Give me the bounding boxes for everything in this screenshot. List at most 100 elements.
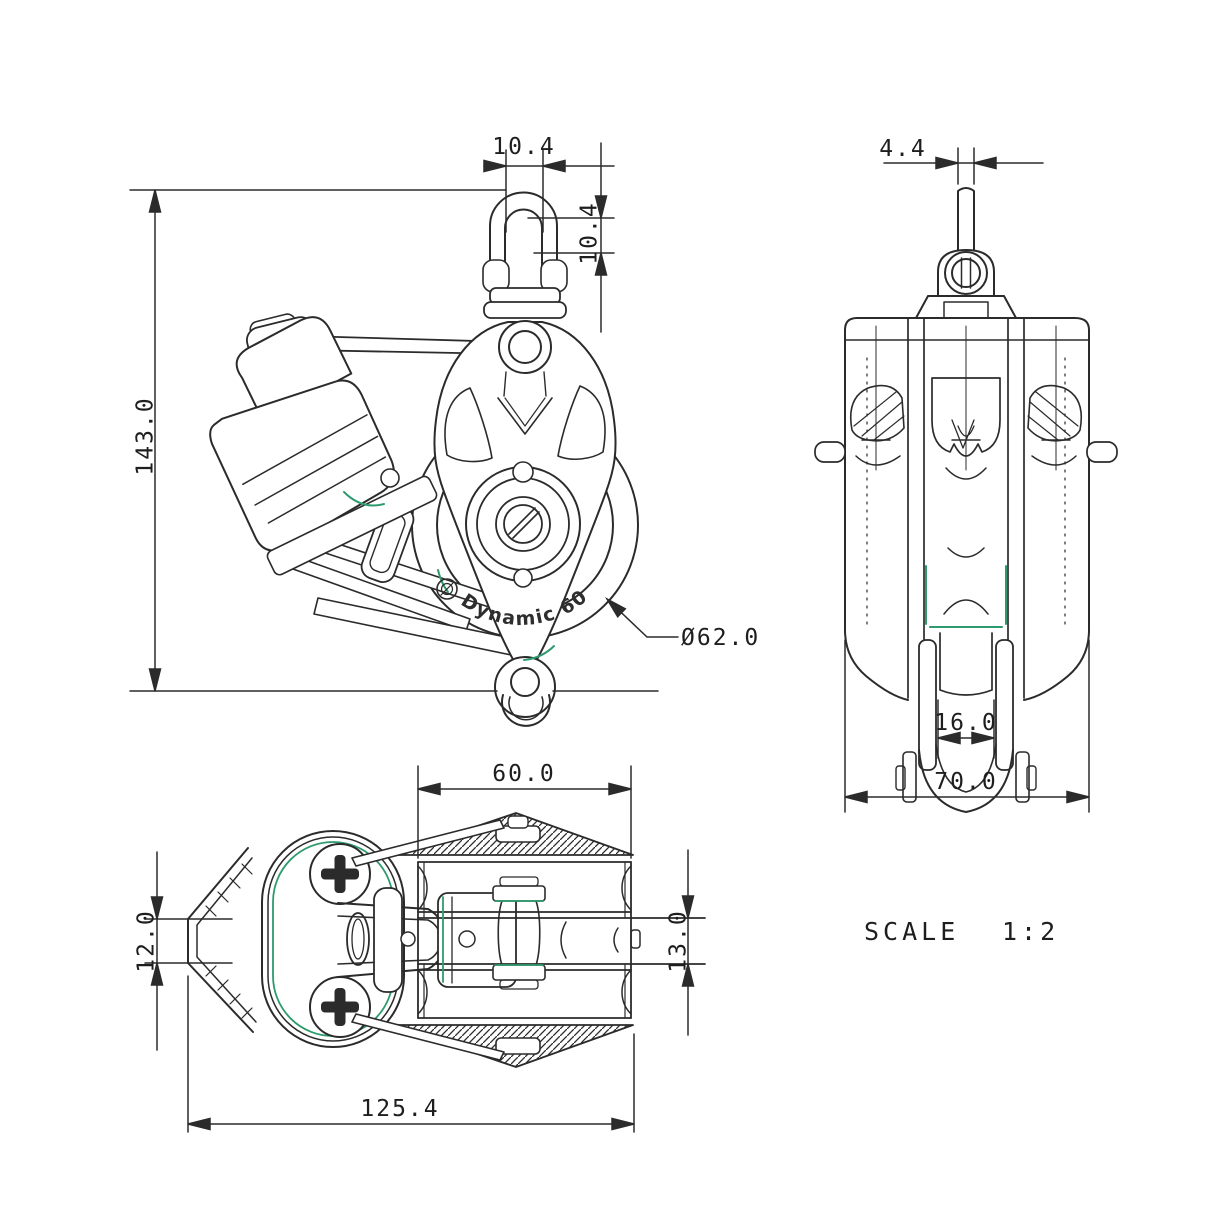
dim-hub-width-label: 16.0	[934, 710, 997, 736]
axle-screw-slot	[508, 507, 540, 539]
hub-waist	[497, 900, 541, 966]
plate-cutout-left	[444, 387, 493, 463]
side-eye-slot	[960, 257, 972, 289]
cleat-jaw-lines	[242, 414, 387, 524]
dim-nose-height-label: 12.0	[134, 909, 160, 972]
side-tab-right	[1086, 441, 1118, 463]
pin-hole	[400, 931, 416, 947]
sheave-profile-notch	[951, 419, 975, 449]
brand-logo-slash	[440, 582, 454, 596]
brand-logo-icon-inner	[440, 582, 454, 596]
phillips-screw	[309, 976, 371, 1038]
jaw-blob-right	[1027, 384, 1083, 442]
base-slot	[346, 912, 370, 966]
scale-note: SCALE 1:2	[864, 917, 1059, 946]
dim-nose-height: 12.0	[134, 851, 233, 1051]
nose-hatch	[205, 863, 253, 1019]
accent-lines-top	[442, 896, 544, 983]
nose-inner	[196, 857, 257, 1023]
top-view	[187, 812, 706, 1068]
side-tab-left	[814, 441, 846, 463]
sheave-strip-lines	[417, 917, 706, 965]
dim-front-height-label: 143.0	[133, 396, 159, 475]
becket-ring-outer	[501, 694, 551, 727]
head-mount-step	[943, 301, 989, 319]
shackle-outer	[489, 191, 558, 273]
dim-shackle-width-label: 10.4	[492, 134, 555, 160]
right-nub	[630, 929, 641, 949]
axle-screw	[503, 504, 543, 544]
side-view	[814, 187, 1118, 813]
swivel-pin-strip	[957, 187, 975, 251]
side-body-outline	[844, 317, 1090, 701]
cleat-upper-jaw	[235, 316, 353, 422]
seam-dotted	[866, 357, 1066, 631]
jaw-blob-left-hatch	[853, 391, 905, 441]
bottom-post	[939, 632, 993, 696]
brand-logo-icon	[436, 578, 458, 600]
jaw-blob-left	[849, 384, 905, 442]
lens-cap-bottom	[495, 1037, 541, 1055]
hub-pin-cap-top	[499, 876, 539, 887]
scale-word: SCALE	[864, 917, 959, 946]
dim-overall-length-label: 125.4	[360, 1096, 439, 1122]
bottom-bow-outer	[918, 749, 1014, 813]
bottom-shackle-bar-right	[995, 639, 1014, 771]
bottom-bow-inner	[935, 744, 997, 793]
shackle-inner	[504, 208, 543, 273]
accent-lines-front	[343, 491, 555, 661]
dim-overall-length: 125.4	[187, 975, 635, 1133]
edge-scallops	[417, 865, 632, 1015]
jaw-blob-right-hatch	[1027, 391, 1079, 441]
head-mount	[915, 295, 1017, 319]
hub-rivet-top	[512, 461, 534, 483]
plate-cutout-right	[557, 385, 606, 461]
dim-sheave-width-label: 60.0	[492, 761, 555, 787]
cleat-housing	[209, 379, 395, 552]
dim-front-height: 143.0	[129, 189, 659, 692]
accent-lines-side	[925, 565, 1007, 628]
sheave-edge-double	[423, 861, 626, 1019]
scale-value: 1:2	[1002, 917, 1059, 946]
jaw-arch-left	[855, 455, 901, 466]
becket-ring-inner	[508, 696, 544, 721]
dim-sheave-thickness-label: 13.0	[666, 909, 692, 972]
top-eye-hole	[508, 330, 542, 364]
bottom-nub-left	[895, 765, 906, 791]
sheave-groove-arc	[943, 467, 989, 615]
front-view: Dynamic 60	[209, 191, 639, 727]
sheave-profile	[931, 377, 1001, 457]
swivel-head-collar	[483, 301, 567, 319]
dim-sheave-diameter: Ø62.0	[604, 597, 760, 651]
phillips-screw	[309, 843, 371, 905]
plate-chevron	[497, 397, 553, 435]
lens-cap-top-small	[507, 815, 529, 829]
jaw-arch-right	[1031, 455, 1077, 466]
dim-shackle-opening: 10.4	[527, 142, 615, 333]
bottom-shackle-bar-left	[918, 639, 937, 771]
hub-pin-cap-bottom	[499, 979, 539, 990]
base-slot-inner	[351, 918, 365, 960]
dim-overall-width: 70.0	[844, 639, 1090, 813]
cleat-base-bar	[266, 475, 438, 576]
side-column-line	[907, 317, 1025, 713]
side-eye-inner	[951, 258, 981, 288]
cheek-band-lines	[417, 861, 632, 1019]
hub-rivet-bottom	[513, 568, 533, 588]
dim-overall-width-label: 70.0	[934, 769, 997, 795]
bottom-nub-right	[1026, 765, 1037, 791]
dim-sheave-diameter-label: Ø62.0	[681, 625, 760, 651]
hub-flange-bottom	[492, 964, 546, 981]
dim-pin-width: 4.4	[879, 136, 1044, 185]
arm-bottom	[351, 1013, 505, 1061]
plate-neck-line	[503, 371, 547, 397]
dim-shackle-width: 10.4	[483, 134, 615, 233]
centerline	[875, 325, 1057, 471]
dim-shackle-opening-label: 10.4	[577, 201, 603, 264]
rim-curve-marks	[560, 921, 619, 959]
arm-top	[351, 819, 505, 867]
dimensions: 143.0 10.4 10.4 Ø62.0 4.4 16.0	[129, 134, 1090, 1133]
hub-flange-top	[492, 885, 546, 902]
